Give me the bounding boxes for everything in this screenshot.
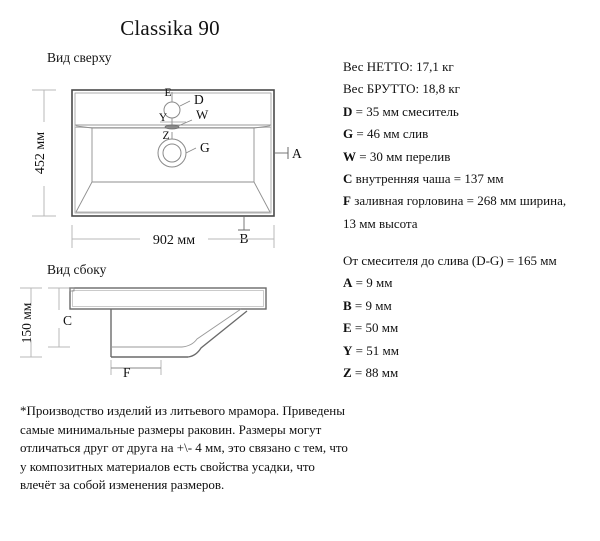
spec-secondary-symbol: Z (343, 365, 352, 381)
side-view-drawing: 150 мм C F (19, 287, 267, 380)
spec-primary-line: G = 46 мм слив (343, 123, 595, 145)
marker-label-z: Z (162, 130, 169, 142)
spec-primary-text: внутренняя чаша = 137 мм (352, 171, 504, 187)
marker-label-w: W (196, 107, 209, 122)
specifications-secondary: От смесителя до слива (D-G) = 165 мм A = … (343, 250, 595, 384)
footnote: *Производство изделий из литьевого мрамо… (20, 402, 350, 495)
spec-primary-text: Вес НЕТТО: 17,1 кг (343, 59, 454, 74)
spec-secondary-line: E = 50 мм (343, 317, 595, 339)
dimension-label-150: 150 мм (19, 302, 34, 343)
spec-secondary-text: = 88 мм (351, 365, 399, 381)
drain-inner-circle (162, 143, 182, 163)
spec-secondary-symbol: E (343, 320, 352, 336)
bowl-corner-line-top-right (253, 125, 271, 129)
spec-secondary-text: = 50 мм (351, 320, 399, 336)
leader-line-w (177, 119, 193, 127)
dimension-f (110, 360, 162, 375)
dimension-height-150 (20, 287, 42, 358)
spec-primary-symbol: W (343, 148, 356, 164)
dimension-label-452: 452 мм (33, 132, 48, 174)
basin-outer-rect-inner-offset (74, 92, 272, 214)
spec-secondary-line: A = 9 мм (343, 272, 595, 294)
marker-label-d: D (194, 92, 204, 107)
spec-primary-line: Вес НЕТТО: 17,1 кг (343, 56, 595, 78)
page-title: Classika 90 (120, 16, 220, 40)
dimension-width-902 (71, 225, 275, 248)
spec-primary-line: Вес БРУТТО: 18,8 кг (343, 78, 595, 100)
spec-secondary-text: От смесителя до слива (D-G) = 165 мм (343, 253, 557, 268)
bowl-sloped-wall-inner (181, 308, 242, 348)
dimension-c-ticks (48, 287, 70, 348)
specifications-primary: Вес НЕТТО: 17,1 кг Вес БРУТТО: 18,8 кг D =… (343, 56, 595, 235)
spec-secondary-symbol: Y (343, 342, 353, 358)
spec-primary-line: 13 мм высота (343, 213, 595, 235)
top-view-caption: Вид сверху (47, 50, 112, 65)
basin-outer-rect (71, 89, 275, 217)
spec-primary-text: = 35 мм смеситель (352, 103, 459, 119)
spec-primary-line: W = 30 мм перелив (343, 146, 595, 168)
spec-primary-line: F заливная горловина = 268 мм ширина, (343, 190, 595, 212)
bowl-opening-rect (91, 127, 255, 183)
side-view-caption: Вид сбоку (47, 262, 107, 277)
drain-outer-circle (157, 138, 187, 168)
spec-primary-symbol: F (343, 193, 351, 209)
marker-label-g: G (200, 140, 210, 155)
dimension-height-452 (32, 89, 56, 217)
spec-primary-symbol: D (343, 103, 353, 119)
dimension-label-902: 902 мм (153, 233, 195, 248)
slab-corner-notch (69, 287, 75, 292)
spec-secondary-line: От смесителя до слива (D-G) = 165 мм (343, 250, 595, 272)
spec-primary-symbol: C (343, 171, 353, 187)
spec-primary-line: D = 35 мм смеситель (343, 101, 595, 123)
counter-slab (69, 287, 267, 310)
overflow-slot (164, 124, 180, 130)
marker-label-e: E (164, 87, 171, 99)
marker-label-c: C (63, 313, 72, 328)
spec-secondary-text: = 51 мм (352, 342, 399, 358)
spec-secondary-line: Y = 51 мм (343, 340, 595, 362)
leader-line-g (185, 147, 197, 154)
spec-secondary-text: = 9 мм (352, 275, 393, 291)
bowl-corner-line-bottom-right (253, 181, 271, 213)
bowl-corner-line-top-left (75, 125, 93, 129)
counter-slab-inner-line (72, 290, 264, 307)
spec-primary-text: 13 мм высота (343, 215, 418, 231)
spec-primary-symbol: G (343, 126, 354, 142)
bowl-corner-line-bottom-left (75, 181, 93, 213)
marker-label-y: Y (159, 112, 168, 124)
spec-primary-text: Вес БРУТТО: 18,8 кг (343, 81, 460, 97)
marker-label-f: F (123, 365, 131, 380)
marker-label-a: A (292, 146, 302, 161)
spec-secondary-line: B = 9 мм (343, 295, 595, 317)
spec-secondary-symbol: A (343, 275, 353, 291)
top-view-drawing: 452 мм E D W Y Z G A B 902 мм (32, 87, 302, 248)
spec-secondary-symbol: B (343, 297, 352, 313)
spec-primary-text: = 30 мм перелив (356, 148, 451, 164)
spec-secondary-line: Z = 88 мм (343, 362, 595, 384)
spec-primary-line: C внутренняя чаша = 137 мм (343, 168, 595, 190)
footnote-text: *Производство изделий из литьевого мрамо… (20, 403, 348, 493)
spec-secondary-text: = 9 мм (351, 297, 392, 313)
bowl-sloped-wall-outer (187, 310, 248, 358)
spec-primary-text: = 46 мм слив (353, 126, 429, 142)
leader-line-d (179, 100, 191, 107)
spec-primary-text: заливная горловина = 268 мм ширина, (350, 193, 567, 209)
